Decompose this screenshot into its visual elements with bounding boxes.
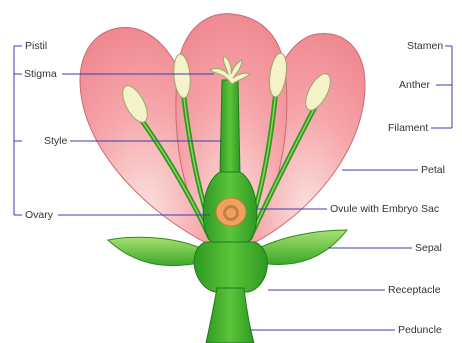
label-petal: Petal	[421, 164, 445, 176]
peduncle	[206, 288, 254, 343]
label-filament: Filament	[388, 122, 428, 134]
sepal-right	[255, 230, 347, 264]
label-pistil: Pistil	[25, 40, 47, 52]
style	[220, 80, 240, 175]
label-anther: Anther	[399, 79, 430, 91]
label-sepal: Sepal	[415, 242, 442, 254]
sepal-left	[108, 237, 205, 265]
label-stamen: Stamen	[407, 40, 443, 52]
ovule	[216, 198, 246, 226]
label-ovule: Ovule with Embryo Sac	[330, 203, 439, 215]
label-stigma: Stigma	[24, 68, 57, 80]
label-peduncle: Peduncle	[398, 324, 442, 336]
label-style: Style	[44, 135, 67, 147]
label-receptacle: Receptacle	[388, 284, 441, 296]
receptacle	[194, 242, 267, 292]
label-ovary: Ovary	[25, 209, 53, 221]
